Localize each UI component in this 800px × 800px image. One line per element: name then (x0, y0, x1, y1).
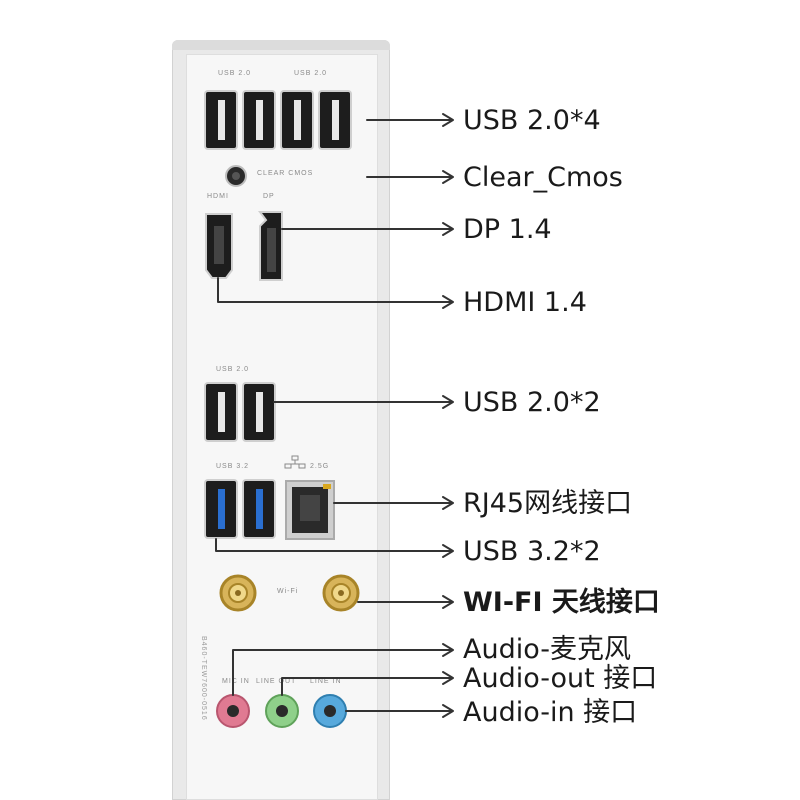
usb2-port-2 (244, 92, 274, 148)
io-shield-top-lip (172, 40, 390, 50)
label-hdmi: HDMI 1.4 (463, 287, 587, 318)
line-in-jack (313, 694, 347, 728)
usb3-port-2 (244, 481, 274, 537)
label-clear-cmos: Clear_Cmos (463, 162, 623, 193)
label-rj45: RJ45网线接口 (463, 488, 633, 519)
leader-hdmi (217, 277, 453, 303)
usb2-port-6 (244, 384, 274, 440)
leader-out (281, 677, 453, 696)
leader-mic (232, 649, 453, 696)
lan-network-icon (284, 455, 306, 469)
silk-dp: DP (263, 193, 275, 200)
silk-wifi: Wi-Fi (277, 588, 299, 595)
silk-clear-cmos: CLEAR CMOS (257, 170, 314, 177)
usb2-port-1 (206, 92, 236, 148)
silk-line-out: LINE OUT (256, 678, 297, 685)
silk-usb20-left: USB 2.0 (218, 70, 252, 77)
usb2-port-3 (282, 92, 312, 148)
mic-in-jack (216, 694, 250, 728)
usb2-port-5 (206, 384, 236, 440)
label-usb20x2: USB 2.0*2 (463, 387, 601, 418)
clear-cmos-button (225, 165, 247, 187)
label-dp: DP 1.4 (463, 214, 552, 245)
silk-line-in: LINE IN (310, 678, 342, 685)
line-out-jack (265, 694, 299, 728)
label-audio-in: Audio-in 接口 (463, 697, 638, 728)
label-usb32: USB 3.2*2 (463, 536, 601, 567)
label-usb20x4: USB 2.0*4 (463, 105, 601, 136)
silk-usb20-mid: USB 2.0 (216, 366, 250, 373)
rj45-port (285, 480, 335, 540)
silk-usb20-right: USB 2.0 (294, 70, 328, 77)
label-audio-out: Audio-out 接口 (463, 663, 658, 694)
silk-usb32: USB 3.2 (216, 463, 250, 470)
arrowheads (442, 113, 454, 718)
leader-usb32 (215, 538, 453, 552)
silk-mic-in: MIC IN (222, 678, 250, 685)
dp-port (258, 211, 283, 281)
silk-hdmi: HDMI (207, 193, 229, 200)
hdmi-port (205, 213, 233, 279)
usb2-port-4 (320, 92, 350, 148)
label-wifi: WI-FI 天线接口 (463, 587, 660, 618)
wifi-antenna-right (322, 574, 360, 612)
silk-lan-speed: 2.5G (310, 463, 330, 470)
usb3-port-1 (206, 481, 236, 537)
label-audio-mic: Audio-麦克风 (463, 634, 631, 665)
wifi-antenna-left (219, 574, 257, 612)
